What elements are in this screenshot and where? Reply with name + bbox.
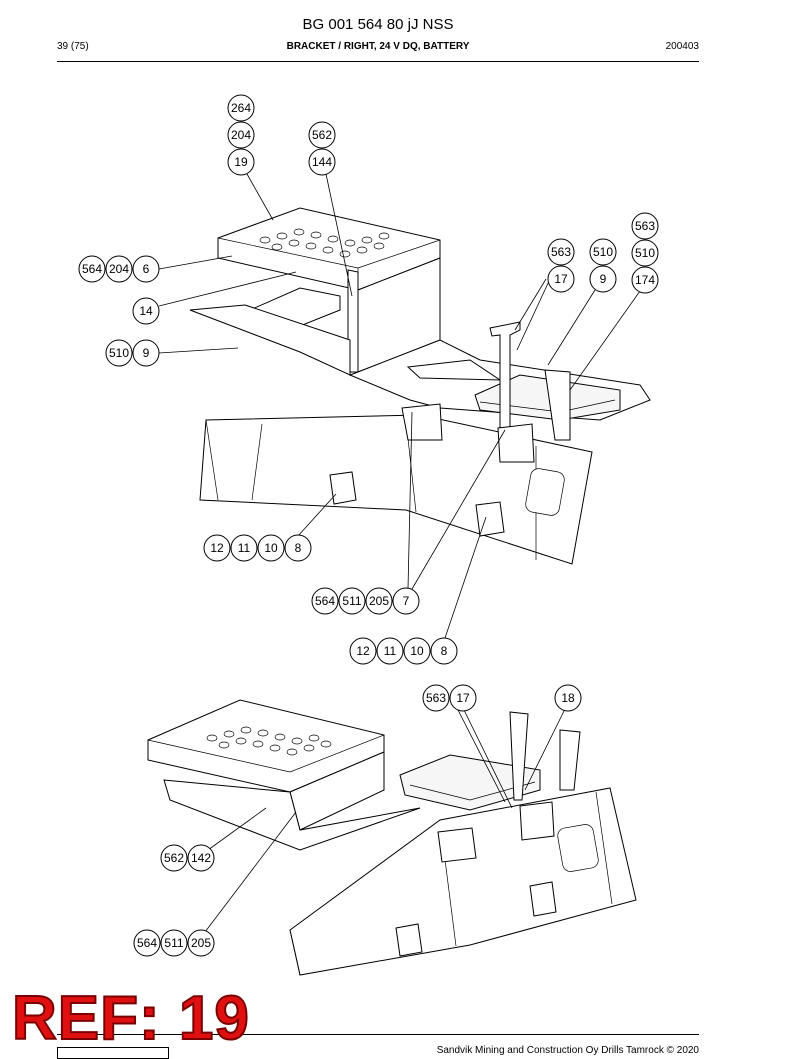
callout-9: 9 xyxy=(589,265,617,293)
callout-label: 205 xyxy=(369,594,389,608)
callout-205: 205 xyxy=(187,929,215,957)
callout-label: 204 xyxy=(231,128,251,142)
battery-clamps-lower xyxy=(395,801,557,957)
callout-label: 563 xyxy=(551,245,571,259)
callout-label: 8 xyxy=(295,541,302,555)
leader-lines xyxy=(158,173,641,933)
callout-label: 11 xyxy=(384,644,397,658)
callout-14: 14 xyxy=(132,297,160,325)
callout-label: 174 xyxy=(635,273,655,287)
bottom-assembly-drawing xyxy=(147,699,637,976)
header-row: 39 (75) BRACKET / RIGHT, 24 V DQ, BATTER… xyxy=(57,41,699,55)
callout-205: 205 xyxy=(365,587,393,615)
callout-510: 510 xyxy=(589,238,617,266)
callout-11: 11 xyxy=(230,534,258,562)
callout-label: 205 xyxy=(191,936,211,950)
callout-label: 7 xyxy=(403,594,410,608)
callout-563: 563 xyxy=(422,684,450,712)
callout-564: 564 xyxy=(311,587,339,615)
callout-562: 562 xyxy=(308,121,336,149)
callout-10: 10 xyxy=(257,534,285,562)
callout-label: 562 xyxy=(164,851,184,865)
callout-label: 264 xyxy=(231,101,251,115)
top-assembly-drawing xyxy=(189,207,651,565)
callout-564: 564 xyxy=(133,929,161,957)
callout-510: 510 xyxy=(105,339,133,367)
vent-holes xyxy=(259,228,390,258)
callout-label: 563 xyxy=(426,691,446,705)
callout-12: 12 xyxy=(203,534,231,562)
callout-563: 563 xyxy=(547,238,575,266)
callout-label: 562 xyxy=(312,128,332,142)
callout-label: 8 xyxy=(441,644,448,658)
callout-10: 10 xyxy=(403,637,431,665)
callout-label: 12 xyxy=(356,644,370,658)
callout-label: 9 xyxy=(600,272,607,286)
callout-511: 511 xyxy=(338,587,366,615)
callout-144: 144 xyxy=(308,148,336,176)
document-title: BG 001 564 80 jJ NSS xyxy=(302,16,454,33)
date-code: 200403 xyxy=(665,41,699,52)
callout-label: 510 xyxy=(593,245,613,259)
callout-label: 142 xyxy=(191,851,211,865)
callout-8: 8 xyxy=(284,534,312,562)
callout-label: 17 xyxy=(456,691,470,705)
callout-19: 19 xyxy=(227,148,255,176)
callout-564: 564 xyxy=(78,255,106,283)
callout-511: 511 xyxy=(160,929,188,957)
callout-17: 17 xyxy=(547,265,575,293)
callout-label: 564 xyxy=(137,936,157,950)
callout-label: 563 xyxy=(635,219,655,233)
battery-clamps xyxy=(329,403,535,537)
footer-copyright: Sandvik Mining and Construction Oy Drill… xyxy=(436,1045,699,1056)
callout-204: 204 xyxy=(227,121,255,149)
callout-label: 9 xyxy=(143,346,150,360)
callout-174: 174 xyxy=(631,266,659,294)
callout-142: 142 xyxy=(187,844,215,872)
callout-7: 7 xyxy=(392,587,420,615)
section-title: BRACKET / RIGHT, 24 V DQ, BATTERY xyxy=(286,41,470,52)
callout-label: 564 xyxy=(82,262,102,276)
callout-label: 510 xyxy=(635,246,655,260)
callout-label: 19 xyxy=(234,155,248,169)
footer-rule xyxy=(57,1034,699,1035)
callout-label: 204 xyxy=(109,262,129,276)
callout-6: 6 xyxy=(132,255,160,283)
callout-label: 10 xyxy=(264,541,278,555)
vent-holes-lower xyxy=(206,726,332,756)
callout-17: 17 xyxy=(449,684,477,712)
callout-9: 9 xyxy=(132,339,160,367)
callout-label: 17 xyxy=(554,272,568,286)
callout-label: 564 xyxy=(315,594,335,608)
callout-label: 12 xyxy=(210,541,224,555)
callout-8: 8 xyxy=(430,637,458,665)
reference-badge: REF: 19 xyxy=(11,983,250,1054)
callout-562: 562 xyxy=(160,844,188,872)
callout-12: 12 xyxy=(349,637,377,665)
callout-label: 14 xyxy=(139,304,153,318)
callout-11: 11 xyxy=(376,637,404,665)
callout-18: 18 xyxy=(554,684,582,712)
callout-label: 10 xyxy=(410,644,424,658)
page-number: 39 (75) xyxy=(57,41,89,52)
callout-label: 6 xyxy=(143,262,150,276)
header-rule xyxy=(57,61,699,62)
callout-label: 511 xyxy=(342,594,361,608)
callout-563: 563 xyxy=(631,212,659,240)
callout-510: 510 xyxy=(631,239,659,267)
callout-label: 144 xyxy=(312,155,332,169)
callout-264: 264 xyxy=(227,94,255,122)
callout-label: 510 xyxy=(109,346,129,360)
callout-label: 11 xyxy=(238,541,251,555)
callout-label: 18 xyxy=(561,691,575,705)
callout-label: 511 xyxy=(164,936,183,950)
callout-204: 204 xyxy=(105,255,133,283)
